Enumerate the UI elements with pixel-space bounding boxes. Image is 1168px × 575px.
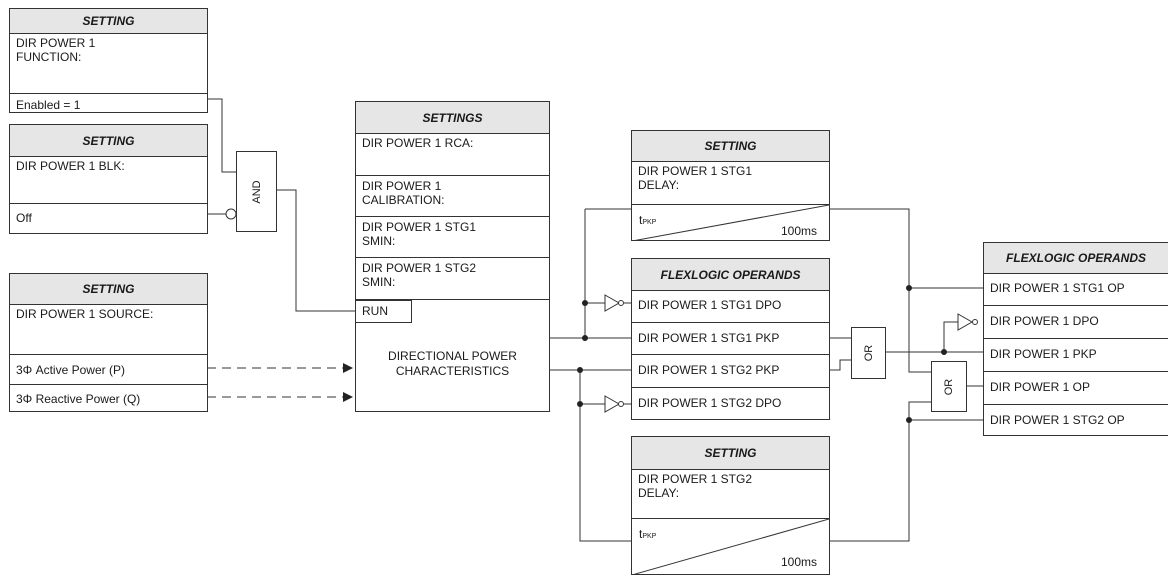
function-setting-header: SETTING xyxy=(10,9,207,34)
operand-stg1-op: DIR POWER 1 STG1 OP xyxy=(984,273,1168,306)
stg2-delay-ramp xyxy=(632,519,829,575)
stg1-tpkp-label: tPKP xyxy=(639,213,657,227)
operand-op: DIR POWER 1 OP xyxy=(984,372,1168,405)
stg1-delay-time: 100ms xyxy=(780,224,817,238)
run-label: RUN xyxy=(355,300,412,323)
rca-setting: DIR POWER 1 RCA: xyxy=(356,133,549,176)
source-setting-header: SETTING xyxy=(10,274,207,305)
blk-setting-name: DIR POWER 1 BLK: xyxy=(10,156,207,204)
right-operands-block: FLEXLOGIC OPERANDS DIR POWER 1 STG1 OP D… xyxy=(983,242,1168,436)
source-setting-block: SETTING DIR POWER 1 SOURCE: 3Φ Active Po… xyxy=(9,273,208,412)
main-settings-header: SETTINGS xyxy=(356,102,549,134)
operand-stg2-pkp: DIR POWER 1 STG2 PKP xyxy=(632,355,829,388)
or-gate-op-label: OR xyxy=(943,378,955,395)
function-setting-block: SETTING DIR POWER 1 FUNCTION: Enabled = … xyxy=(9,8,208,113)
source-reactive-power: 3Φ Reactive Power (Q) xyxy=(16,392,141,406)
stg2-delay-block: SETTING DIR POWER 1 STG2 DELAY: tPKP 100… xyxy=(631,436,830,575)
operand-stg2-op: DIR POWER 1 STG2 OP xyxy=(990,413,1125,427)
or-gate-op: OR xyxy=(931,361,967,412)
function-setting-name: DIR POWER 1 FUNCTION: xyxy=(10,33,207,94)
operand-stg2-dpo: DIR POWER 1 STG2 DPO xyxy=(638,396,782,410)
right-operands-header: FLEXLOGIC OPERANDS xyxy=(984,243,1168,274)
main-settings-block: SETTINGS DIR POWER 1 RCA: DIR POWER 1 CA… xyxy=(355,101,550,412)
mid-operands-block: FLEXLOGIC OPERANDS DIR POWER 1 STG1 DPO … xyxy=(631,258,830,420)
blk-setting-header: SETTING xyxy=(10,125,207,157)
operand-stg1-dpo: DIR POWER 1 STG1 DPO xyxy=(632,290,829,323)
stg2-delay-name: DIR POWER 1 STG2 DELAY: xyxy=(632,469,829,519)
stg1-delay-block: SETTING DIR POWER 1 STG1 DELAY: tPKP 100… xyxy=(631,130,830,241)
stg1-smin-setting: DIR POWER 1 STG1 SMIN: xyxy=(356,217,549,258)
characteristics-label: DIRECTIONAL POWER CHARACTERISTICS xyxy=(388,349,517,378)
operand-pkp: DIR POWER 1 PKP xyxy=(984,339,1168,372)
function-setting-value: Enabled = 1 xyxy=(16,98,81,112)
stg1-delay-ramp xyxy=(632,205,829,241)
or-gate-pkp-label: OR xyxy=(862,344,875,362)
blk-setting-block: SETTING DIR POWER 1 BLK: Off xyxy=(9,124,208,234)
or-gate-pkp: OR xyxy=(851,327,886,379)
blk-setting-value: Off xyxy=(16,211,32,225)
operand-stg1-pkp: DIR POWER 1 STG1 PKP xyxy=(632,323,829,355)
source-active-power: 3Φ Active Power (P) xyxy=(10,355,207,385)
calibration-setting: DIR POWER 1 CALIBRATION: xyxy=(356,176,549,217)
source-setting-name: DIR POWER 1 SOURCE: xyxy=(10,304,207,355)
stg1-delay-name: DIR POWER 1 STG1 DELAY: xyxy=(632,161,829,205)
operand-dpo: DIR POWER 1 DPO xyxy=(984,306,1168,339)
stg2-delay-header: SETTING xyxy=(632,437,829,470)
stg2-delay-time: 100ms xyxy=(780,555,817,569)
stg2-tpkp-label: tPKP xyxy=(639,527,657,541)
stg2-smin-setting: DIR POWER 1 STG2 SMIN: xyxy=(362,261,477,289)
main-settings-divider xyxy=(355,299,550,300)
and-gate-label: AND xyxy=(250,179,263,204)
mid-operands-header: FLEXLOGIC OPERANDS xyxy=(632,259,829,291)
stg1-delay-header: SETTING xyxy=(632,131,829,162)
and-gate: AND xyxy=(236,151,277,232)
